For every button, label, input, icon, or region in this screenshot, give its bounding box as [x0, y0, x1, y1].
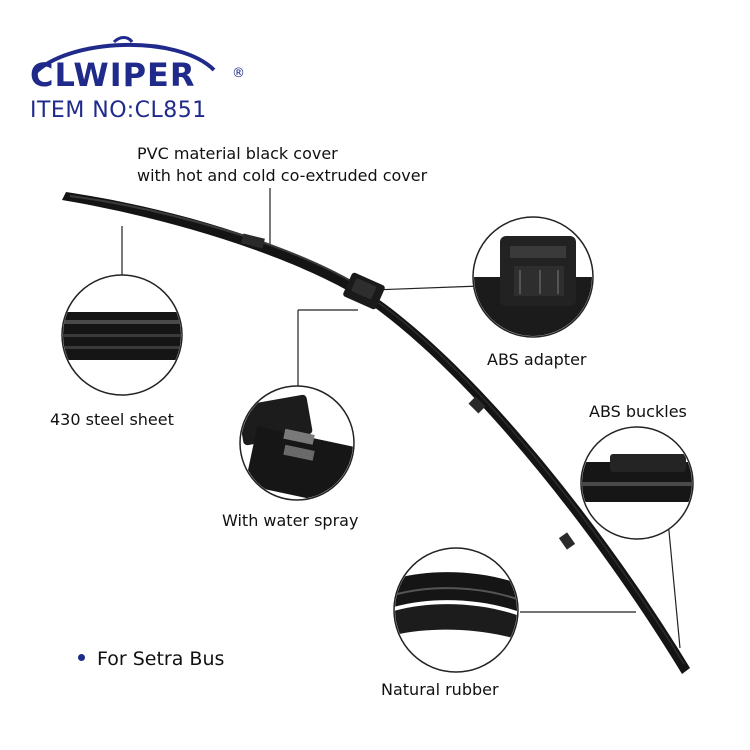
- buckles-label: ABS buckles: [589, 402, 687, 421]
- application-text: For Setra Bus: [97, 648, 225, 670]
- wiper-blade: [62, 192, 690, 674]
- water-spray-detail-circle: [239, 385, 355, 501]
- steel-sheet-detail-circle: [61, 274, 183, 396]
- water-spray-label: With water spray: [222, 511, 359, 530]
- adapter-detail-circle: [472, 216, 594, 338]
- description-line-2: with hot and cold co-extruded cover: [137, 166, 428, 185]
- brand-name: CLWIPER: [30, 56, 196, 94]
- description-line-1: PVC material black cover: [137, 144, 338, 163]
- rubber-detail-circle: [393, 547, 519, 673]
- registered-mark: ®: [232, 66, 245, 81]
- adapter-label: ABS adapter: [487, 350, 587, 369]
- steel-sheet-label: 430 steel sheet: [50, 410, 174, 429]
- buckles-detail-circle: [580, 426, 694, 540]
- rubber-label: Natural rubber: [381, 680, 499, 699]
- brand-logo: CLWIPER ®: [28, 34, 245, 96]
- application-note: For Setra Bus: [78, 648, 224, 670]
- cover-description: PVC material black cover with hot and co…: [137, 143, 427, 187]
- bullet-icon: [78, 654, 85, 661]
- item-number: ITEM NO:CL851: [30, 98, 207, 123]
- logo-arc-icon: [32, 36, 216, 76]
